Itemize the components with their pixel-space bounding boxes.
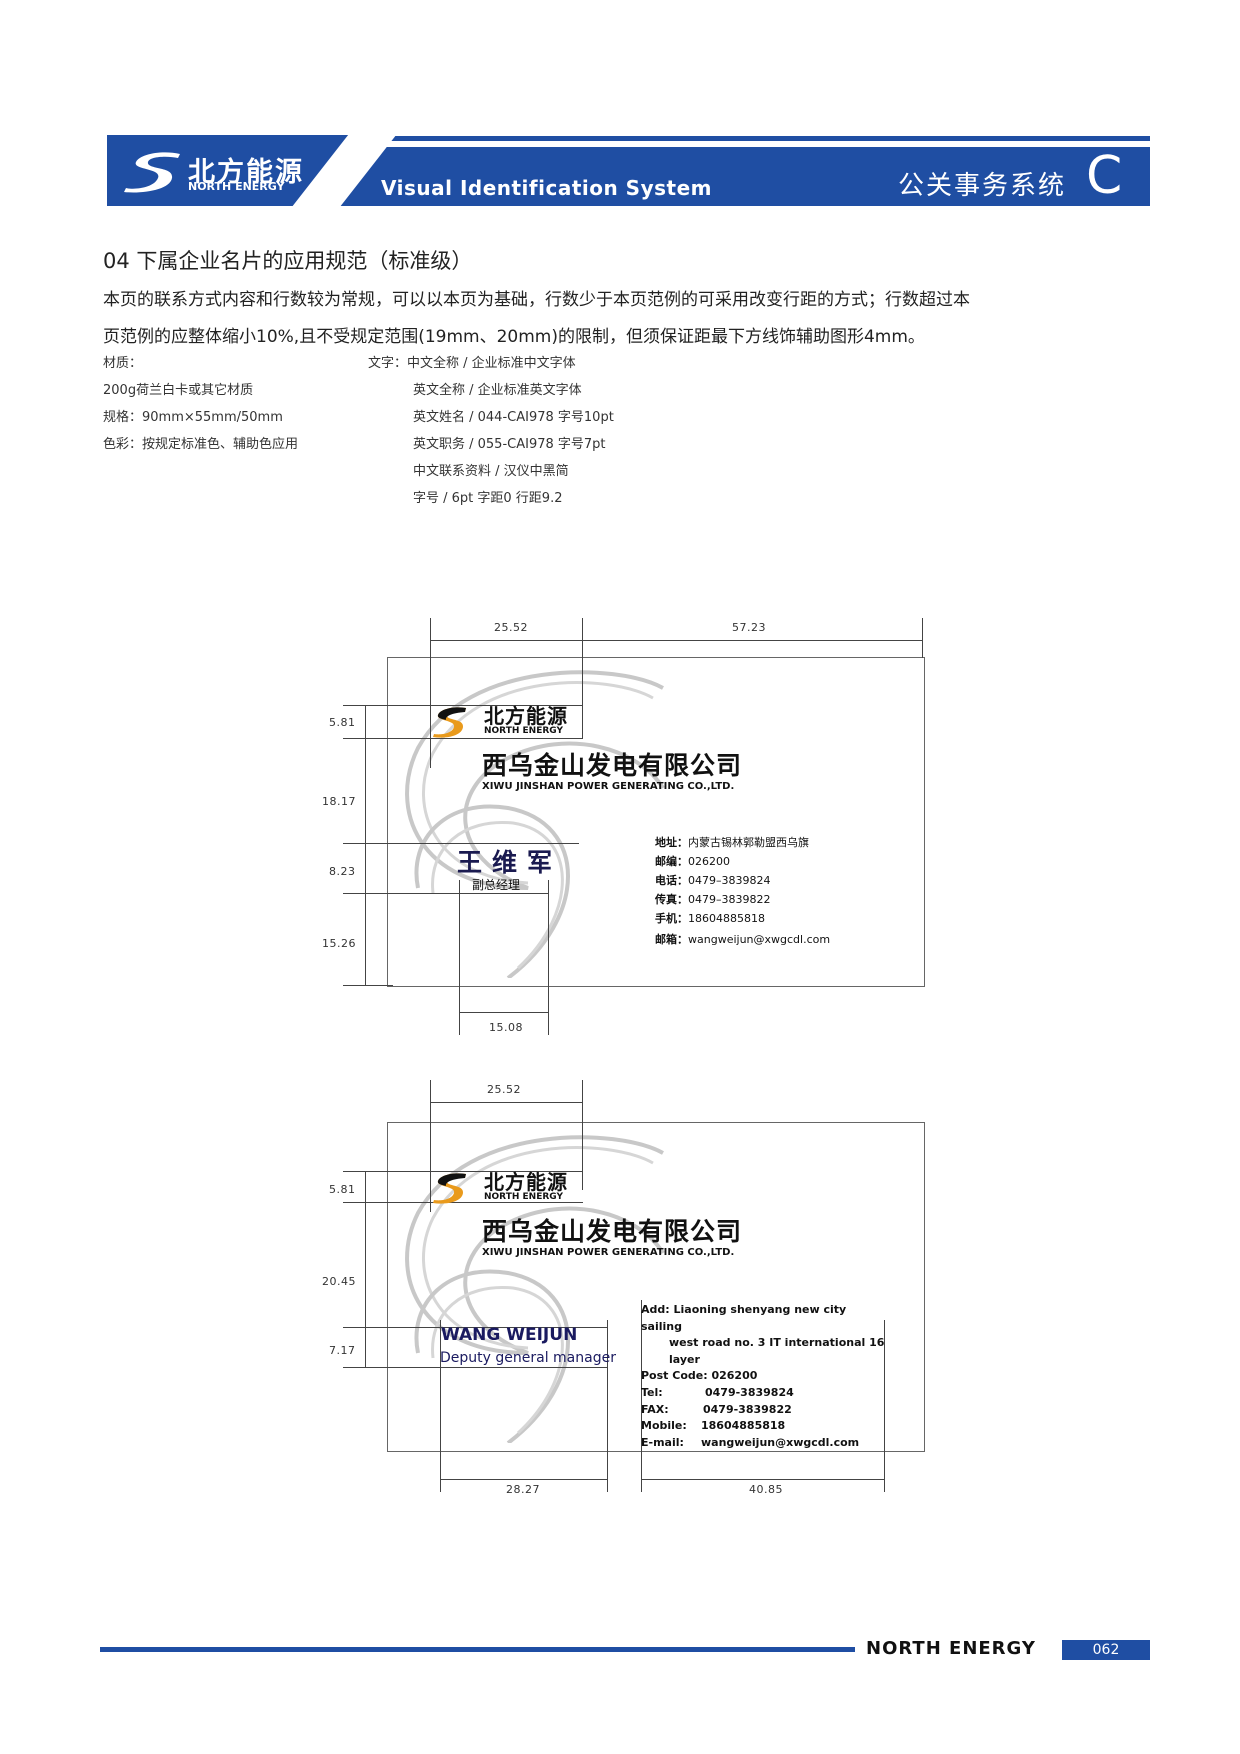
dim-bottom: 15.08 [489, 1021, 523, 1034]
dim-left-1: 5.81 [329, 716, 356, 729]
card-2-border [387, 1122, 925, 1452]
dim-left-3: 7.17 [329, 1344, 356, 1357]
footer-brand: NORTH ENERGY [866, 1638, 1036, 1659]
card-2-logo-s-icon [433, 1173, 466, 1204]
header-logo-en: NORTH ENERGY [188, 180, 285, 193]
guide-line [343, 1327, 607, 1328]
contact-row: E-mail:wangweijun@xwgcdl.com [641, 1435, 860, 1449]
header-top-line [390, 136, 1150, 141]
spec-right-3: 英文职务 / 055-CAI978 字号7pt [413, 437, 606, 452]
guide-line [343, 1202, 583, 1203]
contact-row: 手机：18604885818 [655, 912, 765, 925]
spec-right-0: 文字：中文全称 / 企业标准中文字体 [368, 356, 576, 371]
header-section-letter: C [1086, 146, 1123, 206]
card-2-name: WANG WEIJUN [441, 1325, 578, 1345]
guide-line [430, 1080, 431, 1212]
guide-line [440, 1320, 441, 1492]
spec-left-3: 色彩：按规定标准色、辅助色应用 [103, 437, 299, 452]
description-line-1: 本页的联系方式内容和行数较为常规，可以以本页为基础，行数少于本页范例的可采用改变… [103, 290, 970, 310]
contact-row: west road no. 3 IT international 16 laye… [669, 1336, 885, 1366]
footer-line [100, 1647, 855, 1652]
card-1-company-en: XIWU JINSHAN POWER GENERATING CO.,LTD. [482, 781, 735, 792]
card-2-contacts: Add: Liaoning shenyang new city sailing … [641, 1302, 886, 1451]
guide-line [641, 1300, 642, 1492]
card-1-logo-cn: 北方能源 [484, 704, 568, 728]
header-vis-title: Visual Identification System [381, 176, 712, 200]
contact-row: 传真：0479–3839822 [655, 893, 771, 906]
card-1-logo-en: NORTH ENERGY [484, 726, 563, 736]
contact-row: 邮编：026200 [655, 855, 730, 868]
spec-right-4: 中文联系资料 / 汉仪中黑简 [413, 464, 569, 479]
card-1-contacts: 地址：内蒙古锡林郭勒盟西乌旗 邮编：026200 电话：0479–3839824… [655, 833, 830, 949]
dim-left-4: 15.26 [322, 937, 356, 950]
dim-left-2: 20.45 [322, 1275, 356, 1288]
card-2-watermark-icon [405, 1135, 665, 1443]
guide-line [459, 880, 460, 1035]
dim-top-a: 25.52 [494, 621, 528, 634]
card-1-company-cn: 西乌金山发电有限公司 [482, 751, 743, 780]
contact-row: Tel:0479-3839824 [641, 1385, 794, 1399]
guide-line [884, 1320, 885, 1492]
spec-right-2: 英文姓名 / 044-CAI978 字号10pt [413, 410, 614, 425]
spec-right-1: 英文全称 / 企业标准英文字体 [413, 383, 582, 398]
dim-left-3: 8.23 [329, 865, 356, 878]
logo-s-icon [124, 152, 180, 193]
dim-bottom-a: 28.27 [506, 1483, 540, 1496]
guide-line [343, 985, 393, 986]
guide-line [922, 618, 923, 658]
contact-row: 地址：内蒙古锡林郭勒盟西乌旗 [655, 836, 809, 849]
header-bar [332, 147, 1150, 206]
guide-line [430, 1102, 582, 1103]
guide-line [582, 618, 583, 738]
spec-left-2: 规格：90mm×55mm/50mm [103, 410, 283, 425]
description-line-2: 页范例的应整体缩小10%,且不受规定范围(19mm、20mm)的限制，但须保证距… [103, 327, 925, 347]
guide-line [430, 640, 922, 641]
dim-top-a: 25.52 [487, 1083, 521, 1096]
contact-row: 邮箱：wangweijun@xwgcdl.com [655, 933, 831, 946]
spec-left-0: 材质： [103, 356, 143, 371]
card-2-logo-cn: 北方能源 [484, 1170, 568, 1194]
dim-bottom-b: 40.85 [749, 1483, 783, 1496]
header-section-cn: 公关事务系统 [898, 171, 1067, 201]
guide-line [641, 1479, 884, 1480]
card-2-title: Deputy general manager [440, 1350, 616, 1366]
card-1-title: 副总经理 [472, 878, 521, 892]
card-1-watermark-icon [405, 670, 665, 978]
guide-line [343, 1367, 607, 1368]
guide-line [365, 1171, 366, 1367]
card-1-border [387, 657, 925, 987]
guide-line [343, 893, 548, 894]
guide-line [548, 880, 549, 1035]
guide-line [343, 1171, 583, 1172]
spec-right-5: 字号 / 6pt 字距0 行距9.2 [413, 491, 563, 506]
footer-page-number: 062 [1062, 1640, 1150, 1660]
guide-line [343, 843, 579, 844]
guide-line [365, 705, 366, 985]
dim-left-1: 5.81 [329, 1183, 356, 1196]
contact-row: FAX:0479-3839822 [641, 1402, 792, 1416]
guide-line [582, 1080, 583, 1190]
guide-line [430, 618, 431, 768]
guide-line [440, 1479, 607, 1480]
spec-left-1: 200g荷兰白卡或其它材质 [103, 383, 254, 398]
card-1-name: 王维军 [457, 848, 563, 877]
contact-row: 电话：0479–3839824 [655, 874, 771, 887]
card-2-company-en: XIWU JINSHAN POWER GENERATING CO.,LTD. [482, 1247, 735, 1258]
contact-row: Post Code: 026200 [641, 1369, 758, 1383]
contact-row: Mobile:18604885818 [641, 1419, 786, 1433]
dim-top-b: 57.23 [732, 621, 766, 634]
header-logo-cn: 北方能源 [188, 157, 304, 188]
card-2-company-cn: 西乌金山发电有限公司 [482, 1217, 743, 1246]
section-title: 04 下属企业名片的应用规范（标准级） [103, 249, 473, 273]
contact-row: Add: Liaoning shenyang new city sailing [641, 1303, 847, 1333]
guide-line [343, 705, 583, 706]
dim-left-2: 18.17 [322, 795, 356, 808]
card-2-logo-en: NORTH ENERGY [484, 1192, 563, 1202]
guide-line [343, 738, 583, 739]
card-1-logo-s-icon [433, 707, 466, 738]
guide-line [459, 1012, 548, 1013]
guide-line [607, 1320, 608, 1492]
